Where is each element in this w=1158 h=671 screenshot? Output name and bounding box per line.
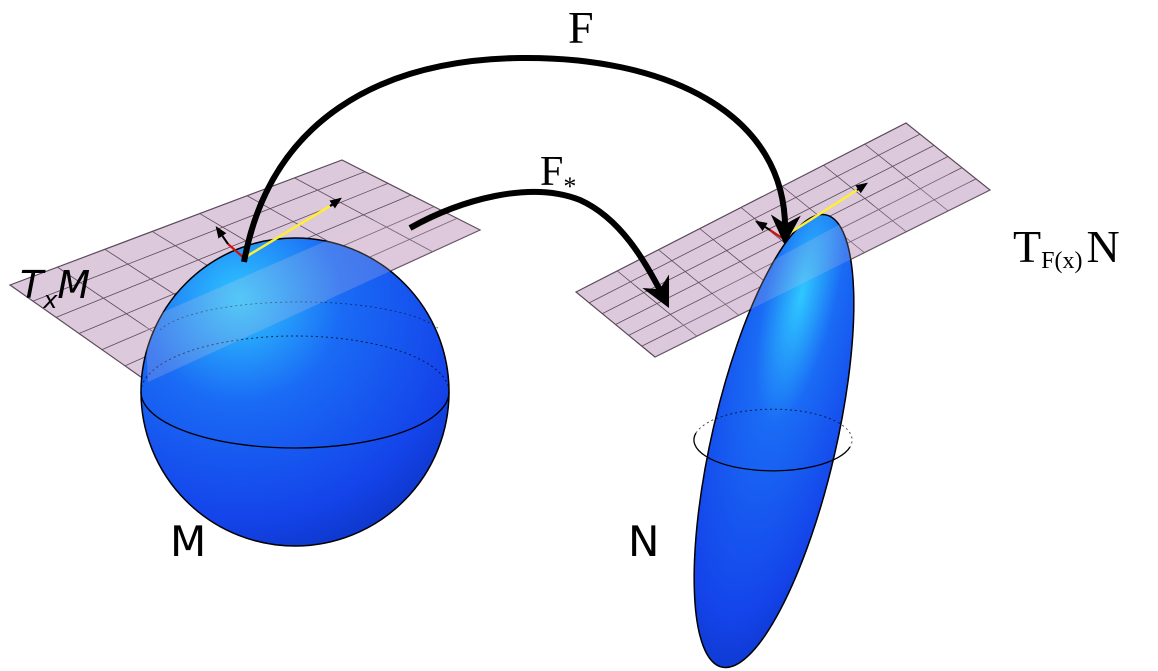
sphere-icon — [140, 237, 450, 547]
tangent-space-target-label: TF(x)N — [1013, 221, 1120, 274]
tangent-space-source-label: TxM — [20, 263, 90, 314]
pushforward-label: F* — [540, 149, 576, 201]
pushforward-arrow — [408, 188, 670, 309]
manifold-n-label: N — [628, 517, 659, 566]
manifold-m-label: M — [170, 517, 206, 566]
tangent-plane-target-front — [655, 170, 990, 357]
ellipsoid-icon — [693, 213, 855, 669]
tangent-vector-icon — [215, 197, 342, 260]
map-f-label: F — [568, 2, 594, 53]
map-f-arrow — [241, 54, 801, 263]
tangent-plane-source-front — [145, 200, 480, 382]
